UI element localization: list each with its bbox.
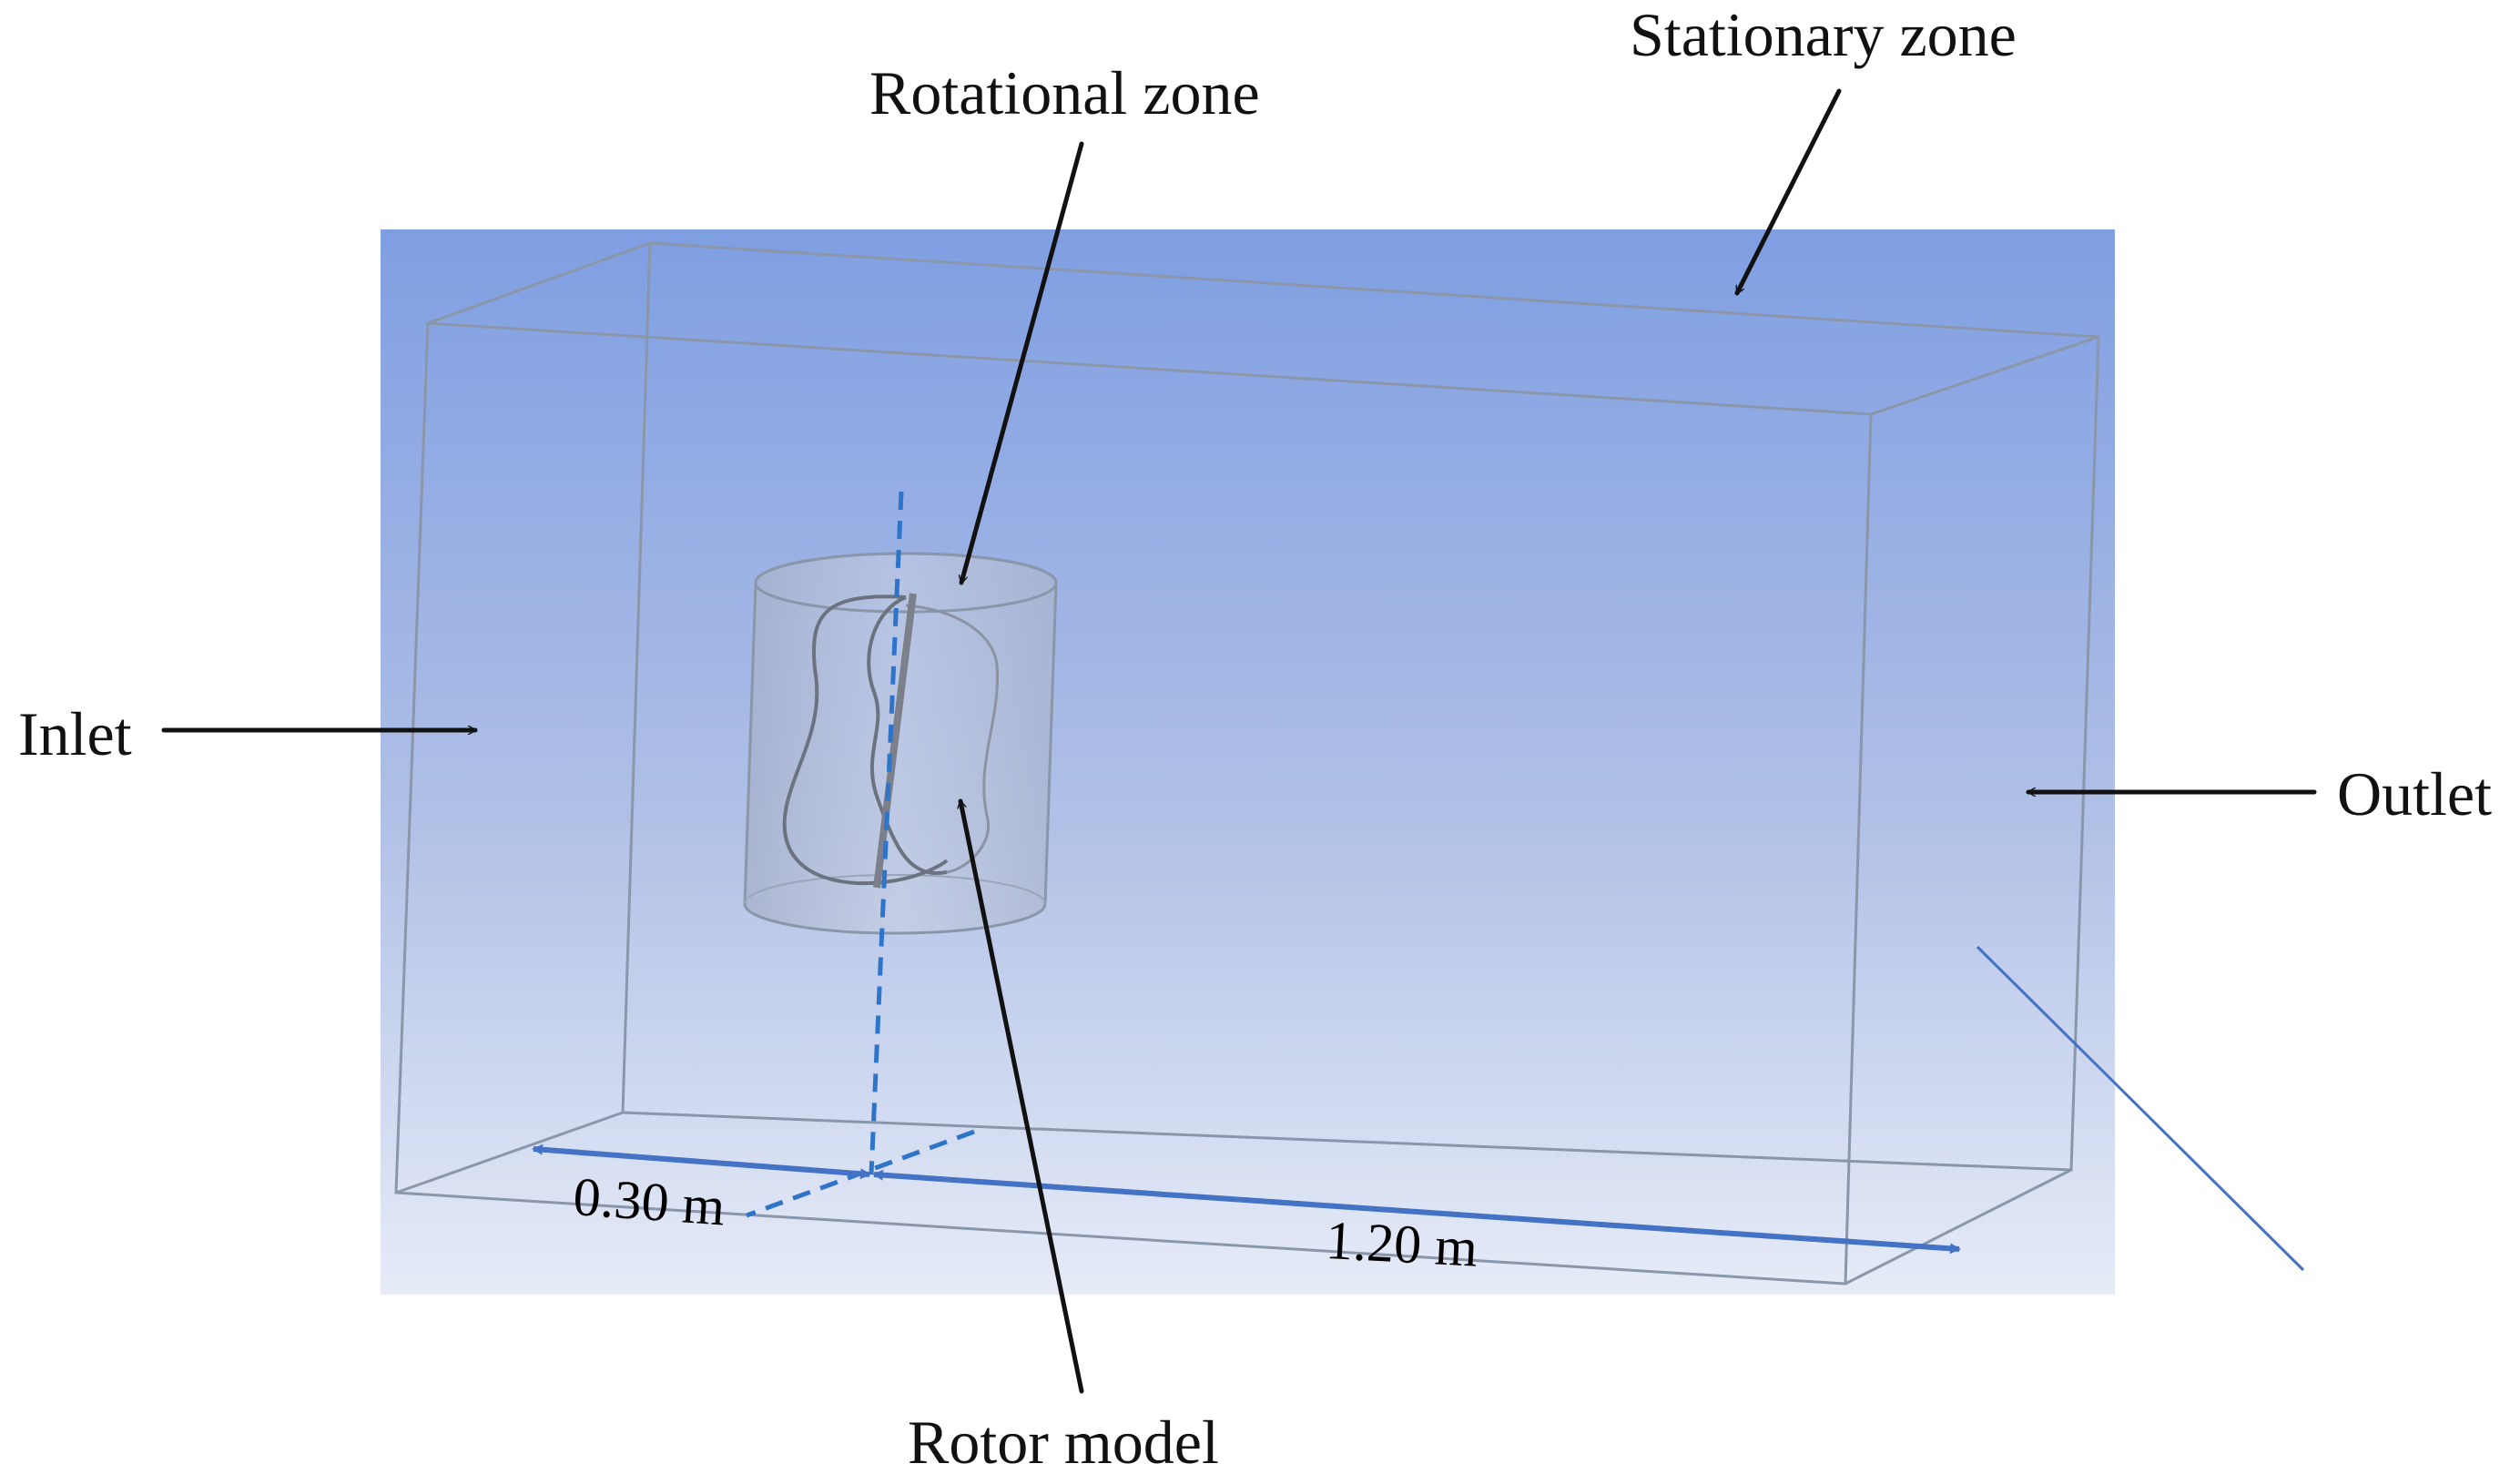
downstream-distance-label: 1.20 m: [1324, 1210, 1479, 1278]
rotor-model-arrow: [960, 798, 1084, 1394]
rotor-model-label: Rotor model: [908, 1408, 1219, 1477]
rotational-zone-label: Rotational zone: [869, 58, 1260, 127]
rotational-zone-arrow: [961, 141, 1084, 585]
dimension-arrows: [532, 1143, 1961, 1255]
box-edge-bottom-left: [395, 1111, 624, 1194]
stationary-zone-label: Stationary zone: [1630, 0, 2017, 69]
dimension-arrow-downstream: [872, 1169, 1961, 1255]
rotor-blade-back: [905, 604, 1000, 874]
stationary-zone-arrow: [1734, 88, 1842, 296]
box-edge-top-left: [427, 241, 651, 325]
rotor-shaft: [873, 593, 917, 889]
inlet-label: Inlet: [18, 699, 132, 768]
upstream-distance-label: 0.30 m: [571, 1166, 727, 1237]
rotor-blade-right: [867, 595, 948, 875]
cylinder-top-ellipse: [754, 552, 1058, 614]
viewport-background: [381, 229, 2115, 1295]
outlet-label: Outlet: [2337, 759, 2492, 828]
box-edge-top-right: [1870, 335, 2099, 416]
rotor-axis-dashed: [869, 491, 904, 1175]
dimension-arrow-upstream: [532, 1143, 871, 1180]
stray-line: [1976, 945, 2305, 1272]
cylinder-bottom-back-edge: [744, 874, 1046, 905]
callout-arrows: [161, 88, 2317, 1394]
rotational-zone-cylinder: [743, 552, 1058, 935]
